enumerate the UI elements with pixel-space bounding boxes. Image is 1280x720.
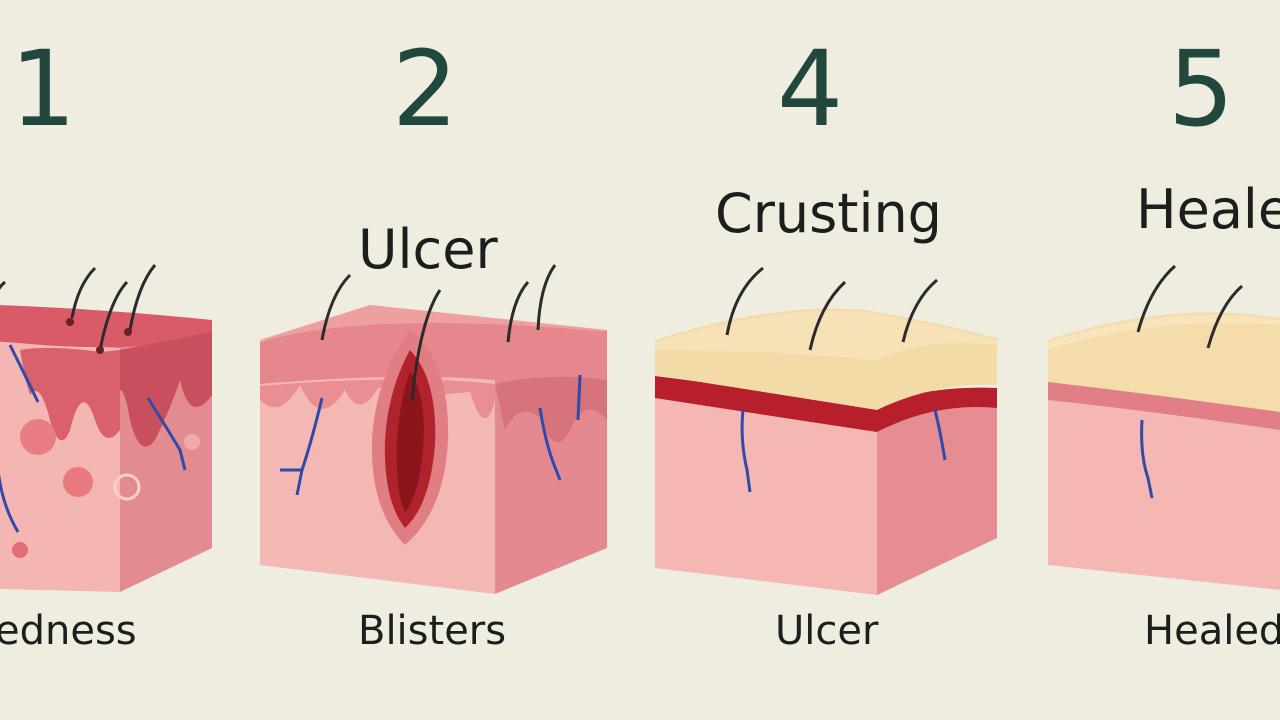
skin-block-blister-ulcer-icon: [260, 264, 607, 594]
skin-block-redness-icon: [0, 264, 212, 592]
stage-top-label: Ulcer: [358, 218, 498, 281]
stage-panel-4: 5 Heale Healed: [1040, 0, 1280, 720]
stage-bottom-label: Blisters: [358, 608, 507, 654]
stage-top-label: Crusting: [715, 182, 942, 245]
skin-block-crusting-icon: [655, 266, 997, 595]
stage-number: 4: [777, 28, 844, 150]
stage-panel-3: 4 Crusting Ulcer: [645, 0, 1045, 720]
stage-panel-2: 2 Ulcer Blisters: [250, 0, 650, 720]
stage-bottom-label: Ulcer: [775, 608, 879, 654]
stage-bottom-label: Healed: [1144, 608, 1280, 654]
stage-number: 5: [1168, 28, 1235, 150]
stage-number: 2: [392, 28, 459, 150]
skin-block-healed-icon: [1048, 264, 1280, 590]
stage-panel-1: 1 edness: [0, 0, 220, 720]
stage-top-label: Heale: [1136, 178, 1280, 241]
stage-bottom-label: edness: [0, 608, 137, 654]
stage-number: 1: [10, 28, 77, 150]
